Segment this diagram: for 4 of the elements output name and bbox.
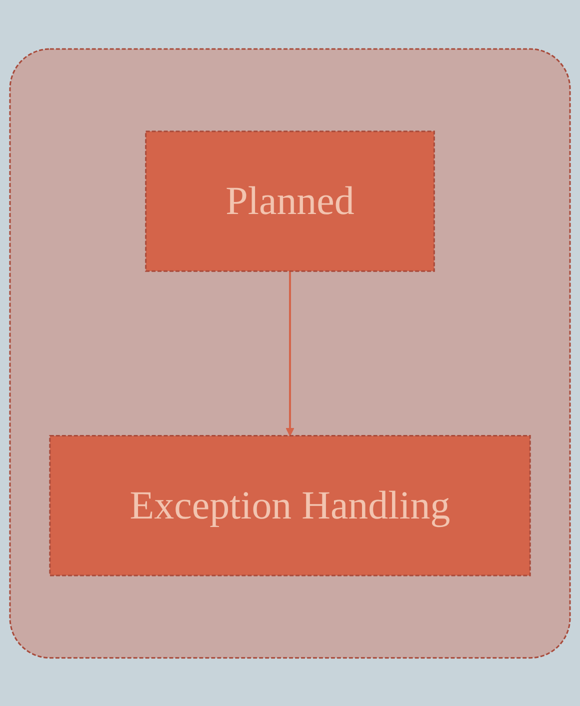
node-box: Planned (145, 130, 435, 272)
arrow (286, 270, 294, 436)
cluster (9, 48, 571, 658)
node-box: Exception Handling (49, 434, 531, 576)
